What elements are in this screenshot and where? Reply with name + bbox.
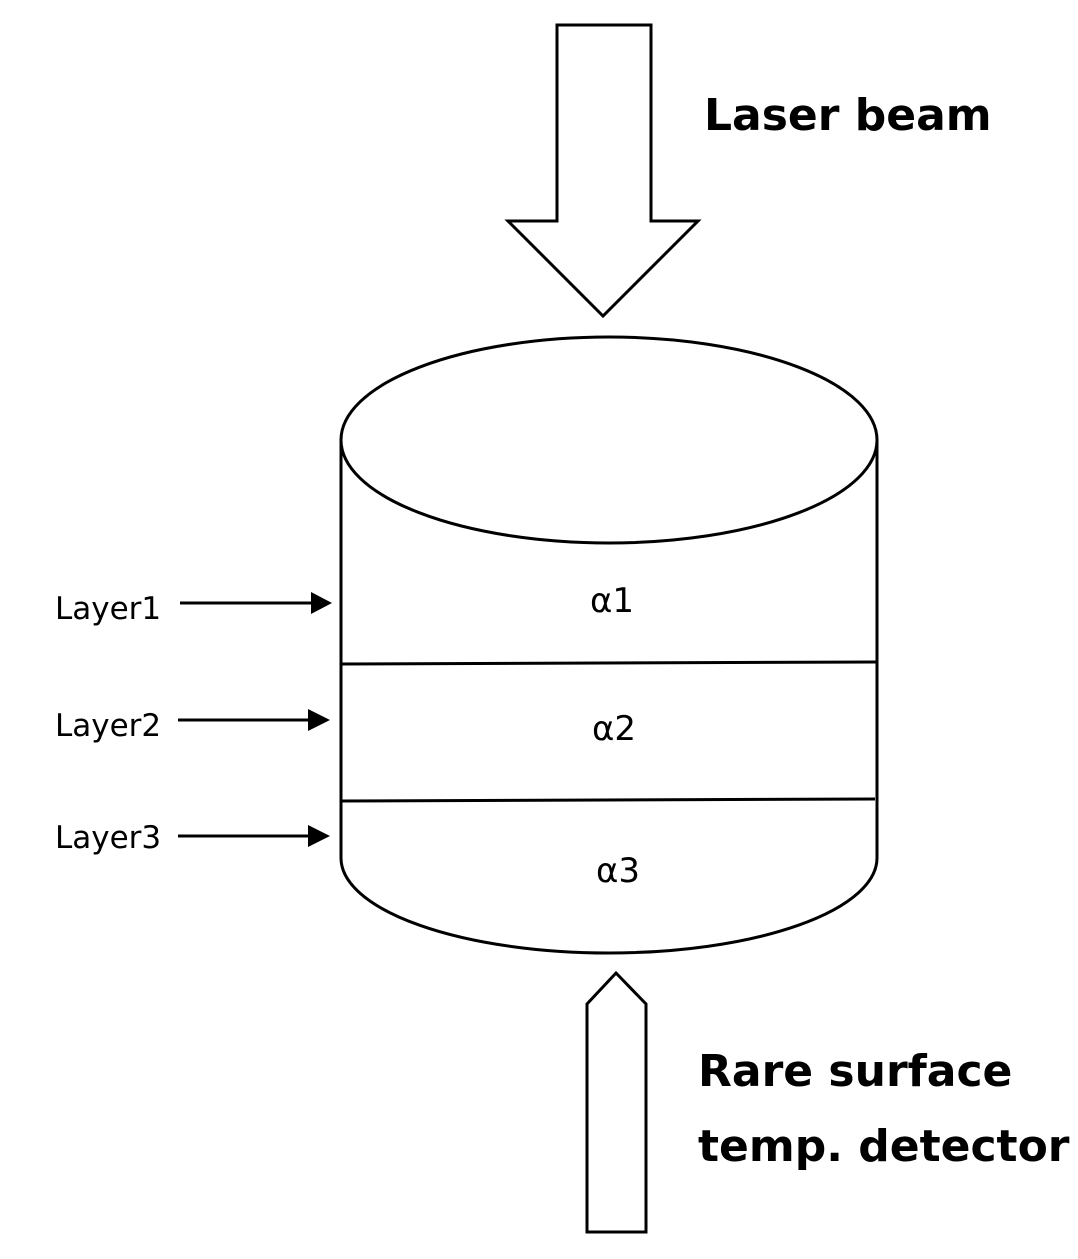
layer2-label: Layer2 [55,708,161,744]
layer1-arrow-head [311,592,332,614]
layer1-pointer: Layer1 [55,591,332,627]
layer3-label: Layer3 [55,820,161,856]
cylinder [339,335,879,955]
layer2-alpha-label: α2 [592,709,636,749]
detector-arrow [585,970,648,1234]
layer-divider-2 [340,797,876,803]
cylinder-top [339,335,879,545]
layer2-arrow-head [308,709,330,731]
layer2-pointer: Layer2 [55,708,330,744]
detector-label-line2: temp. detector [698,1121,1070,1172]
layer-divider-1 [340,660,878,666]
layer1-alpha-label: α1 [590,581,634,621]
layer3-pointer: Layer3 [55,820,330,856]
cylinder-body [339,438,879,955]
laser-beam-arrow [504,23,702,319]
layer1-label: Layer1 [55,591,161,627]
detector-label-line1: Rare surface [698,1046,1012,1097]
laser-beam-label: Laser beam [704,90,992,141]
layer3-alpha-label: α3 [596,851,640,891]
layer3-arrow-head [308,825,330,847]
